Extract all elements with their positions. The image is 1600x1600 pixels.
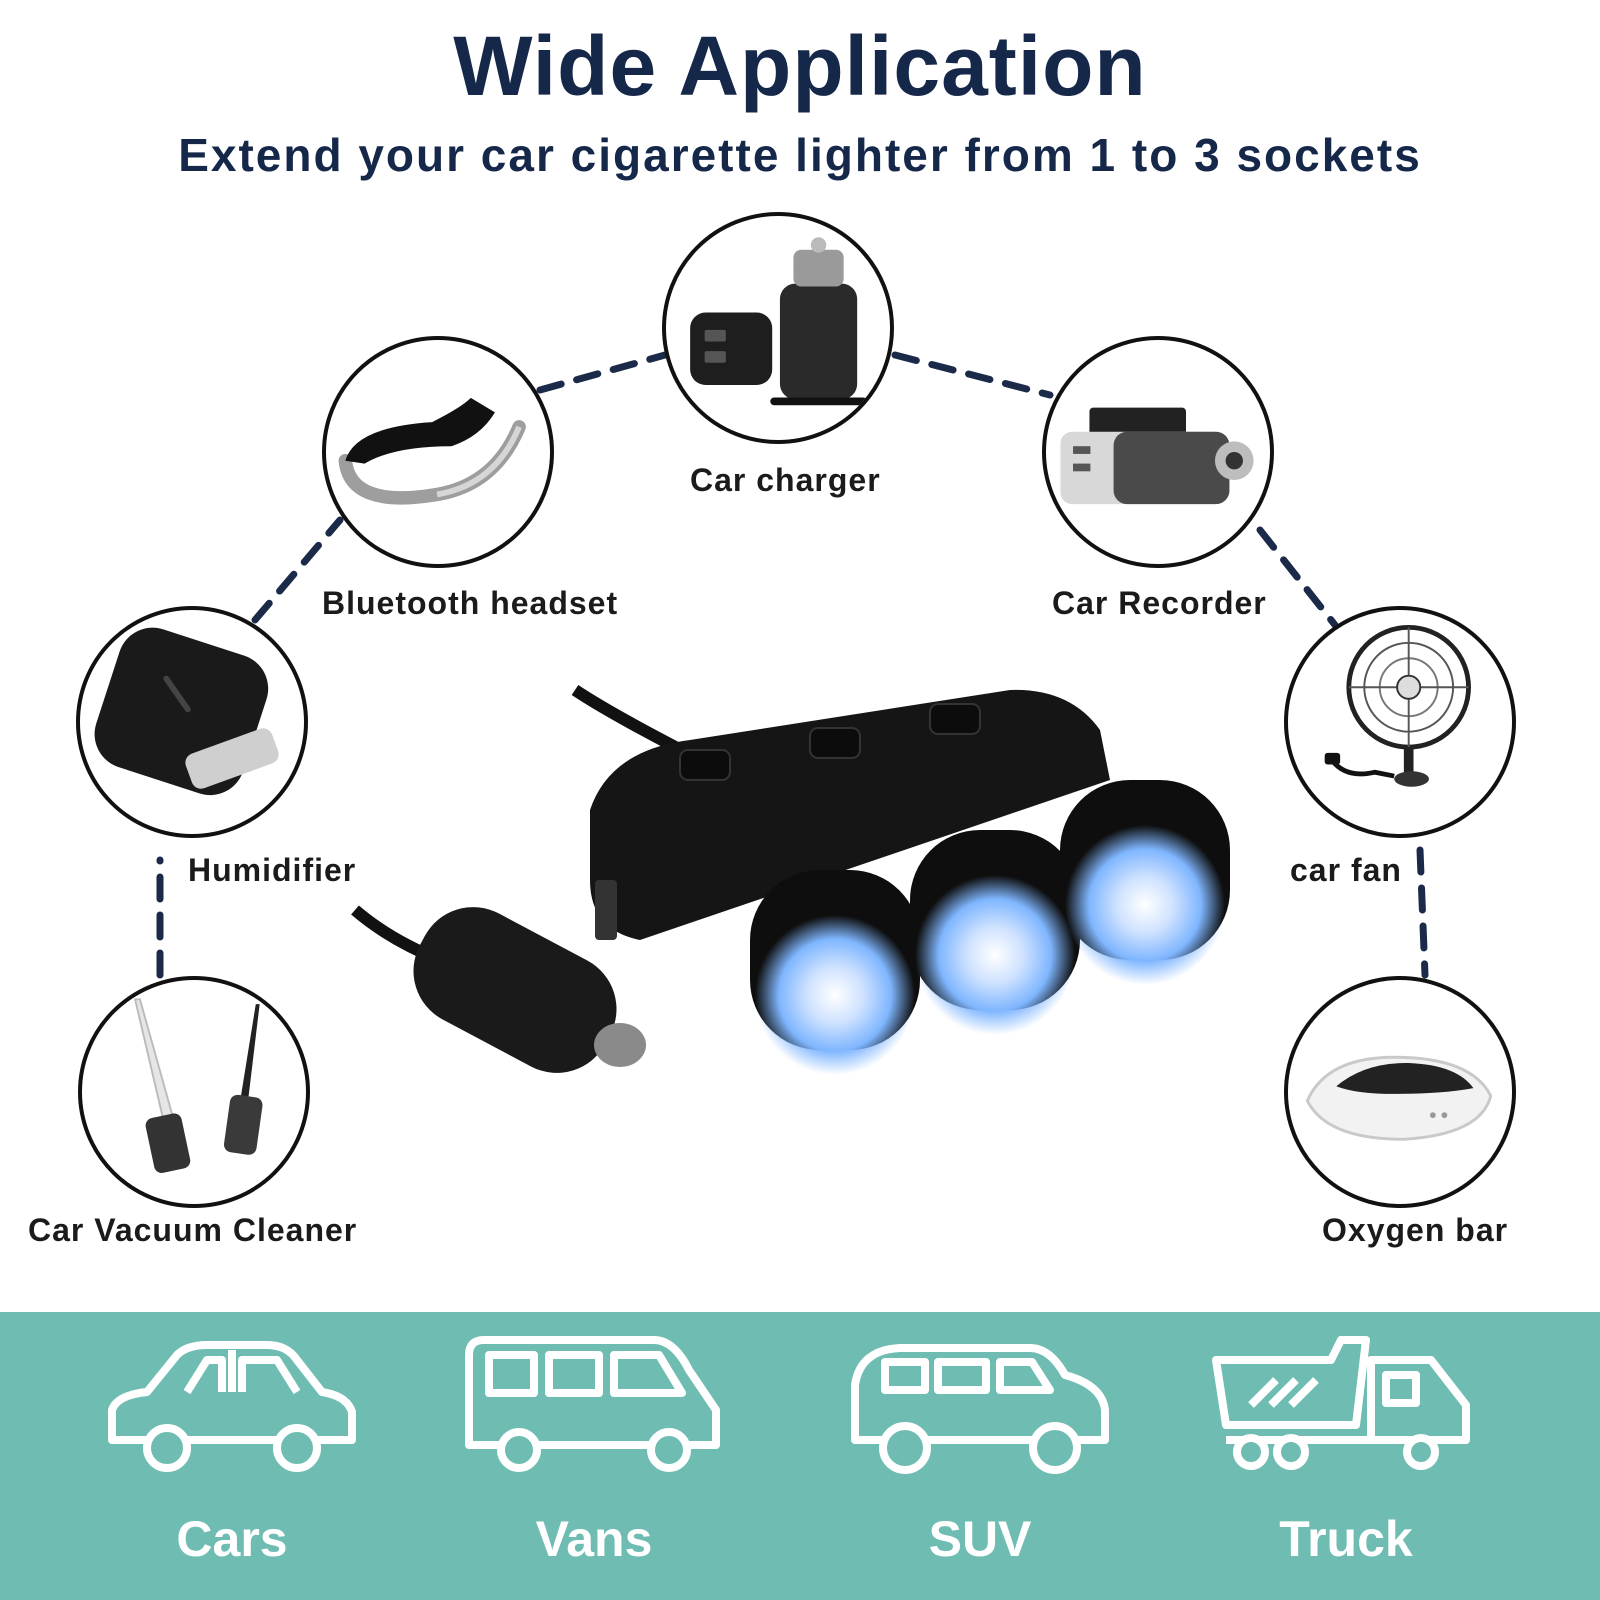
bluetooth-headset-circle [322,336,554,568]
vehicle-cars: Cars [82,1330,382,1600]
dashed-connector-arc [156,351,1429,979]
vehicle-label-truck: Truck [1279,1511,1413,1567]
vehicle-label-suv: SUV [928,1511,1032,1567]
car-icon [108,1341,356,1472]
device-label-car-vacuum-cleaner: Car Vacuum Cleaner [28,1212,358,1248]
page-subtitle: Extend your car cigarette lighter from 1… [178,129,1422,181]
three-socket-splitter-icon [351,685,1230,1075]
device-label-humidifier: Humidifier [188,852,357,888]
car-fan-circle [1284,606,1516,838]
vehicle-vans: Vans [444,1330,744,1600]
car-charger-circle [662,212,894,444]
vehicle-suv: SUV [830,1330,1130,1600]
vehicle-truck: Truck [1196,1330,1496,1600]
vehicle-compatibility-band: Cars Vans SUV [0,1312,1600,1600]
humidifier-icon [94,627,279,796]
oxygen-bar-icon [1305,1055,1493,1141]
device-label-car-recorder: Car Recorder [1052,585,1267,621]
device-label-car-charger: Car charger [690,462,881,498]
car-fan-icon [1324,624,1471,787]
oxygen-bar-circle [1284,976,1516,1208]
car-vacuum-cleaner-icon [133,998,263,1173]
bluetooth-headset-icon [338,397,526,505]
device-label-oxygen-bar: Oxygen bar [1322,1212,1509,1248]
vehicle-label-vans: Vans [535,1511,653,1567]
humidifier-circle [76,606,308,838]
van-icon [465,1336,720,1472]
car-vacuum-cleaner-circle [78,976,310,1208]
suv-icon [851,1344,1109,1474]
device-label-bluetooth-headset: Bluetooth headset [322,585,619,621]
car-recorder-circle [1042,336,1274,568]
truck-icon [1212,1336,1470,1470]
vehicle-label-cars: Cars [176,1511,288,1567]
device-label-car-fan: car fan [1290,852,1402,888]
car-charger-icon [690,237,867,406]
car-recorder-icon [1060,407,1254,505]
page-title: Wide Application [453,19,1147,113]
